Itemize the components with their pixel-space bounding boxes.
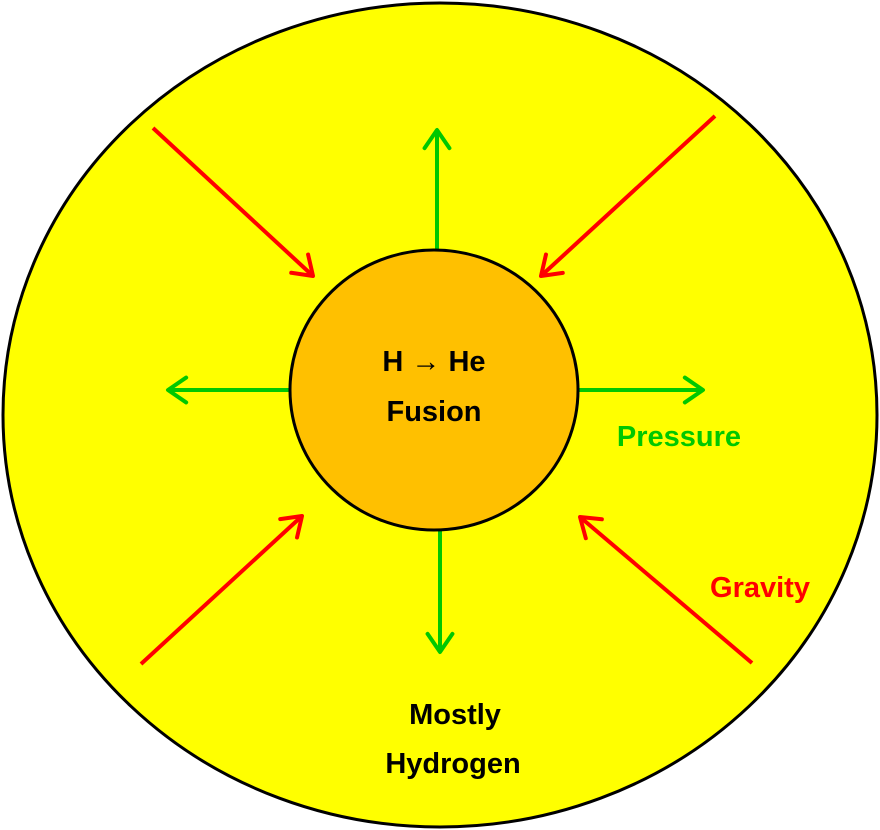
arrowhead-icon [539, 252, 565, 278]
pressure-arrow-left [166, 375, 290, 405]
gravity-arrow-top-right [539, 114, 717, 278]
pressure-label: Pressure [616, 421, 742, 453]
gravity-arrow-bottom-left [139, 514, 304, 666]
arrowhead-icon [422, 128, 452, 151]
gravity-arrow-top-left [151, 126, 315, 278]
pressure-arrow-up [422, 128, 452, 250]
gravity-arrow-bottom-right [578, 515, 754, 665]
pressure-arrow-down [425, 530, 455, 654]
envelope-label-line2: Hydrogen [385, 748, 521, 780]
arrowhead-icon [289, 252, 315, 278]
core-reaction-label: H → He [382, 346, 486, 378]
envelope-label-line1: Mostly [409, 699, 501, 731]
pressure-arrow-right [578, 375, 705, 405]
gravity-label: Gravity [710, 572, 810, 604]
arrowhead-icon [166, 375, 189, 405]
stellar-core [288, 248, 580, 532]
core-fusion-label: Fusion [386, 396, 482, 428]
arrowhead-icon [278, 514, 304, 540]
arrowhead-icon [425, 631, 455, 654]
arrowhead-icon [682, 375, 705, 405]
arrowhead-icon [578, 515, 604, 541]
